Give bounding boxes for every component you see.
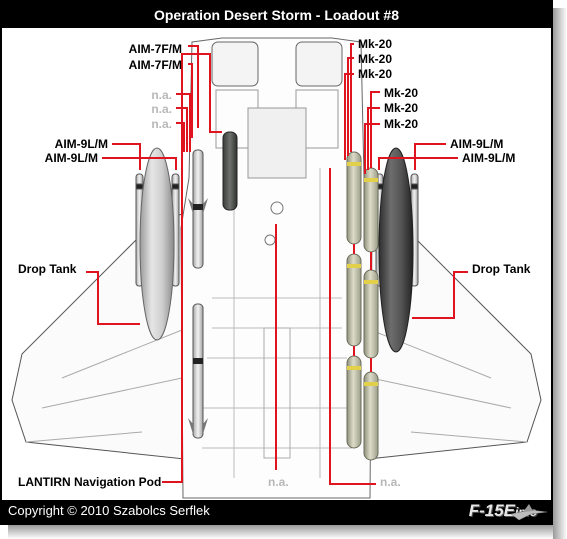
label-aim7-1: AIM-7F/M <box>128 42 182 56</box>
aim7-missile-forward <box>188 149 208 269</box>
mk20-bomb <box>346 151 362 245</box>
logo-main-text: F-15E <box>468 501 515 520</box>
label-mk20-3: Mk-20 <box>358 67 393 81</box>
label-drop-tank-right: Drop Tank <box>472 262 531 276</box>
aim7-missile-aft <box>188 303 208 439</box>
drop-tank-left <box>139 147 175 341</box>
label-mk20-1: Mk-20 <box>358 37 393 51</box>
label-lantirn-pod: LANTIRN Navigation Pod <box>18 475 162 489</box>
mk20-bomb <box>363 269 379 359</box>
mk20-bomb <box>363 167 379 253</box>
mk20-bomb <box>346 355 362 449</box>
label-na-2: n.a. <box>151 102 172 116</box>
mk20-bomb <box>346 253 362 347</box>
copyright-text: Copyright © 2010 Szabolcs Serflek <box>8 503 210 518</box>
mk20-bomb <box>363 371 379 461</box>
label-aim9-right-1: AIM-9L/M <box>450 137 504 151</box>
label-na-bottom-center: n.a. <box>268 475 289 489</box>
mk20-bombs <box>346 151 379 461</box>
label-mk20-5: Mk-20 <box>384 101 419 115</box>
lantirn-pod <box>222 131 238 211</box>
diagram-frame: Operation Desert Storm - Loadout #8 <box>0 0 553 525</box>
label-na-1: n.a. <box>151 88 172 102</box>
footer-bar: Copyright © 2010 Szabolcs Serflek F-15Ei… <box>2 500 551 523</box>
label-aim9-left-2: AIM-9L/M <box>44 151 98 165</box>
label-aim9-right-2: AIM-9L/M <box>462 151 516 165</box>
label-mk20-2: Mk-20 <box>358 52 393 66</box>
aircraft-loadout-drawing <box>11 37 542 499</box>
aim7-missiles <box>188 149 208 439</box>
jet-logo-icon <box>510 504 548 521</box>
leader-lines <box>86 43 468 485</box>
label-aim9-left-1: AIM-9L/M <box>54 137 108 151</box>
label-mk20-6: Mk-20 <box>384 117 419 131</box>
drop-tank-right <box>378 147 414 353</box>
label-na-3: n.a. <box>151 117 172 131</box>
label-drop-tank-left: Drop Tank <box>18 262 77 276</box>
label-aim7-2: AIM-7F/M <box>128 58 182 72</box>
page-title: Operation Desert Storm - Loadout #8 <box>2 2 551 28</box>
frame-shadow-right <box>553 8 567 539</box>
label-mk20-4: Mk-20 <box>384 86 419 100</box>
label-na-bottom-right: n.a. <box>380 475 401 489</box>
frame-shadow-bottom <box>8 525 553 539</box>
